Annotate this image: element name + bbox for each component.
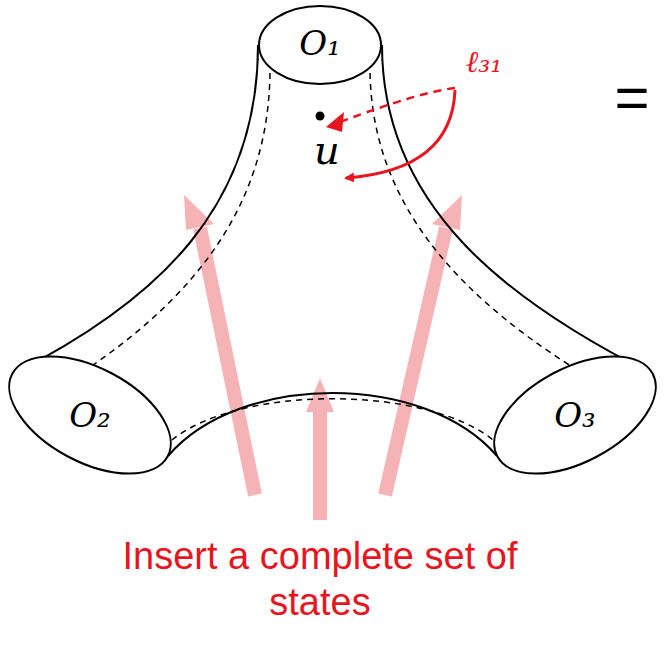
ellipse-shape	[259, 6, 381, 84]
back-edges	[58, 62, 607, 440]
operator-label: O₃	[554, 395, 596, 435]
boundary-circle: O₁	[258, 5, 382, 85]
boundary-circle: O₂	[0, 355, 180, 475]
operator-label: O₂	[69, 395, 111, 435]
ellipse-shape	[0, 332, 190, 498]
loop-label: ℓ₃₁	[466, 44, 503, 80]
loop-back	[340, 88, 455, 122]
boundary-circle: O₃	[485, 355, 665, 475]
loop-front	[346, 90, 455, 178]
ellipse-shape	[475, 332, 665, 498]
insertion-arrows	[184, 195, 462, 520]
caption-note: Insert a complete set of states	[110, 534, 530, 625]
point-label: u	[314, 126, 340, 174]
operator-label: O₁	[299, 23, 341, 63]
point-u	[316, 112, 325, 121]
equals-sign: =	[614, 62, 649, 134]
